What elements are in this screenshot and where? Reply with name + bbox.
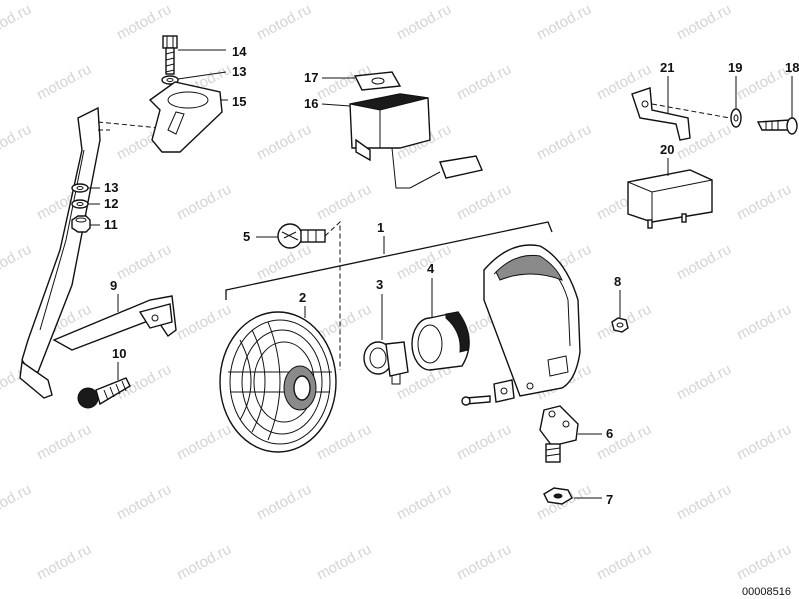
watermark-text: motod.ru <box>0 481 34 524</box>
watermark-text: motod.ru <box>594 421 654 464</box>
callout-label-16: 16 <box>304 96 318 111</box>
washer-19 <box>730 108 742 128</box>
screw-18 <box>756 117 798 135</box>
callout-label-1: 1 <box>377 220 384 235</box>
watermark-text: motod.ru <box>114 481 174 524</box>
watermark-text: motod.ru <box>254 481 314 524</box>
watermark-text: motod.ru <box>114 241 174 284</box>
watermark-text: motod.ru <box>534 121 594 164</box>
callout-label-12: 12 <box>104 196 118 211</box>
watermark-text: motod.ru <box>674 241 734 284</box>
callout-label-21: 21 <box>660 60 674 75</box>
diagram-code: 00008516 <box>742 586 791 598</box>
watermark-text: motod.ru <box>674 1 734 44</box>
headlight-housing-1 <box>483 244 581 397</box>
callout-label-5: 5 <box>243 229 250 244</box>
callout-label-18: 18 <box>785 60 799 75</box>
watermark-text: motod.ru <box>454 541 514 584</box>
watermark-text: motod.ru <box>394 1 454 44</box>
bracket-15 <box>148 81 223 153</box>
watermark-text: motod.ru <box>454 421 514 464</box>
callout-label-13: 13 <box>104 180 118 195</box>
terminal-6 <box>539 405 579 463</box>
watermark-text: motod.ru <box>734 421 794 464</box>
callout-label-20: 20 <box>660 142 674 157</box>
nut-7 <box>543 487 573 505</box>
ring-4 <box>411 311 470 371</box>
nut-8 <box>611 317 629 333</box>
bulb-5 <box>277 220 341 370</box>
mounting-tab <box>461 379 515 406</box>
watermark-text: motod.ru <box>394 481 454 524</box>
washer-12 <box>71 199 89 209</box>
callout-label-9: 9 <box>110 278 117 293</box>
watermark-text: motod.ru <box>174 301 234 344</box>
watermark-text: motod.ru <box>34 541 94 584</box>
headlight-bracket <box>19 106 177 399</box>
callout-label-11: 11 <box>104 217 118 232</box>
watermark-text: motod.ru <box>454 181 514 224</box>
watermark-text: motod.ru <box>254 121 314 164</box>
leader-line-16 <box>321 103 351 107</box>
headlight-lens-2 <box>219 311 337 453</box>
watermark-text: motod.ru <box>34 421 94 464</box>
callout-label-4: 4 <box>427 261 435 276</box>
nut-11 <box>71 215 91 233</box>
watermark-text: motod.ru <box>454 61 514 104</box>
leader-line-13 <box>177 71 227 80</box>
callout-label-10: 10 <box>112 346 126 361</box>
watermark-text: motod.ru <box>174 181 234 224</box>
callout-label-7: 7 <box>606 492 613 507</box>
callout-label-8: 8 <box>614 274 621 289</box>
watermark-text: motod.ru <box>314 541 374 584</box>
watermark-text: motod.ru <box>254 1 314 44</box>
watermark-text: motod.ru <box>0 121 34 164</box>
plate-17 <box>353 71 402 91</box>
callout-label-3: 3 <box>376 277 383 292</box>
watermark-text: motod.ru <box>174 541 234 584</box>
callout-label-13: 13 <box>232 64 246 79</box>
watermark-text: motod.ru <box>674 481 734 524</box>
watermark-text: motod.ru <box>594 541 654 584</box>
relay-16 <box>349 93 483 189</box>
relay-20 <box>627 169 713 229</box>
watermark-text: motod.ru <box>0 241 34 284</box>
bracket-21 <box>631 87 731 141</box>
watermark-text: motod.ru <box>734 181 794 224</box>
watermark-text: motod.ru <box>34 61 94 104</box>
washer-13-bottom <box>71 183 89 193</box>
watermark-text: motod.ru <box>734 541 794 584</box>
bolt-14 <box>162 35 178 75</box>
bulb-socket-3 <box>363 341 409 385</box>
callout-label-17: 17 <box>304 70 318 85</box>
watermark-text: motod.ru <box>174 421 234 464</box>
watermark-text: motod.ru <box>674 361 734 404</box>
watermark-text: motod.ru <box>394 241 454 284</box>
callout-label-19: 19 <box>728 60 742 75</box>
callout-label-14: 14 <box>232 44 247 59</box>
watermark-text: motod.ru <box>734 301 794 344</box>
watermark-text: motod.ru <box>534 1 594 44</box>
watermark-text: motod.ru <box>314 181 374 224</box>
callout-label-6: 6 <box>606 426 613 441</box>
bolt-10 <box>77 377 131 409</box>
group-bracket-1 <box>225 221 553 300</box>
callout-label-2: 2 <box>299 290 306 305</box>
watermark-text: motod.ru <box>0 1 34 44</box>
callout-label-15: 15 <box>232 94 246 109</box>
